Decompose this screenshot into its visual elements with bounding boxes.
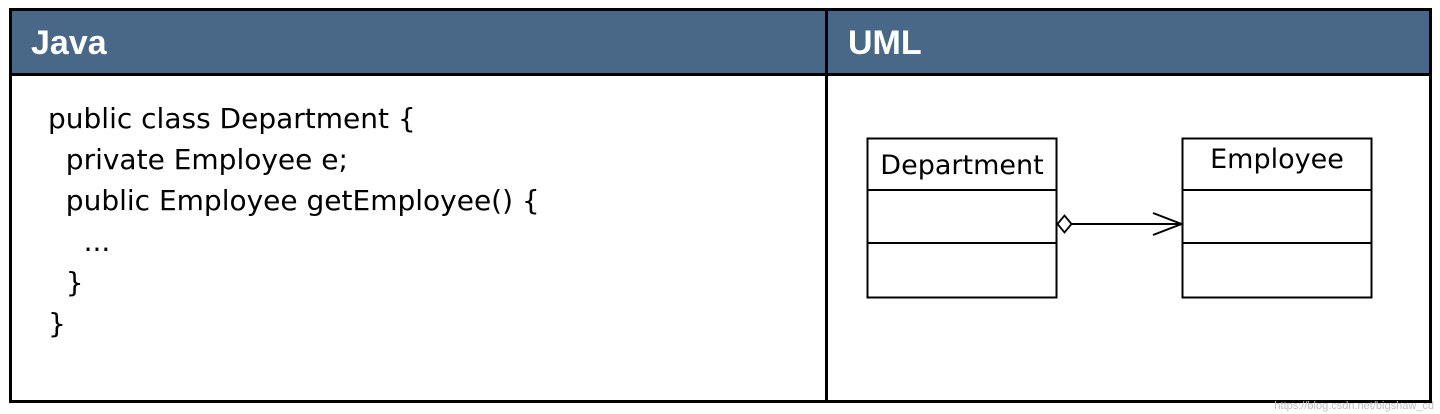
uml-class-department: Department <box>866 137 1058 299</box>
uml-header: UML <box>828 11 1429 73</box>
header-rule-mid <box>825 73 828 76</box>
header-rule-left <box>12 73 825 76</box>
watermark: https://blog.csdn.net/bigshaw_cd <box>1274 400 1434 412</box>
code-line-6: } <box>48 307 66 340</box>
code-line-1: public class Department { <box>48 102 416 135</box>
employee-class-name: Employee <box>1210 144 1344 175</box>
navigability-arrow-icon <box>1152 212 1185 236</box>
java-code-block: public class Department { private Employ… <box>48 98 540 344</box>
uml-class-employee: Employee <box>1181 137 1373 299</box>
column-divider-bottom <box>825 76 828 400</box>
uml-pane: Department Employee <box>828 76 1429 400</box>
comparison-table: Java UML public class Department { priva… <box>9 8 1432 403</box>
column-divider-top <box>825 11 828 73</box>
java-header: Java <box>12 11 825 73</box>
header-rule-right <box>828 73 1429 76</box>
employee-box <box>1181 137 1373 299</box>
department-box <box>866 137 1058 299</box>
uml-diagram: Department Employee <box>866 137 1373 299</box>
code-line-5: } <box>48 266 84 299</box>
aggregation-diamond-icon <box>1056 214 1073 234</box>
aggregation-association <box>1056 212 1185 236</box>
department-class-name: Department <box>880 150 1043 181</box>
code-line-4: ... <box>48 225 111 258</box>
code-line-3: public Employee getEmployee() { <box>48 184 540 217</box>
java-pane: public class Department { private Employ… <box>12 76 825 400</box>
code-line-2: private Employee e; <box>48 143 348 176</box>
